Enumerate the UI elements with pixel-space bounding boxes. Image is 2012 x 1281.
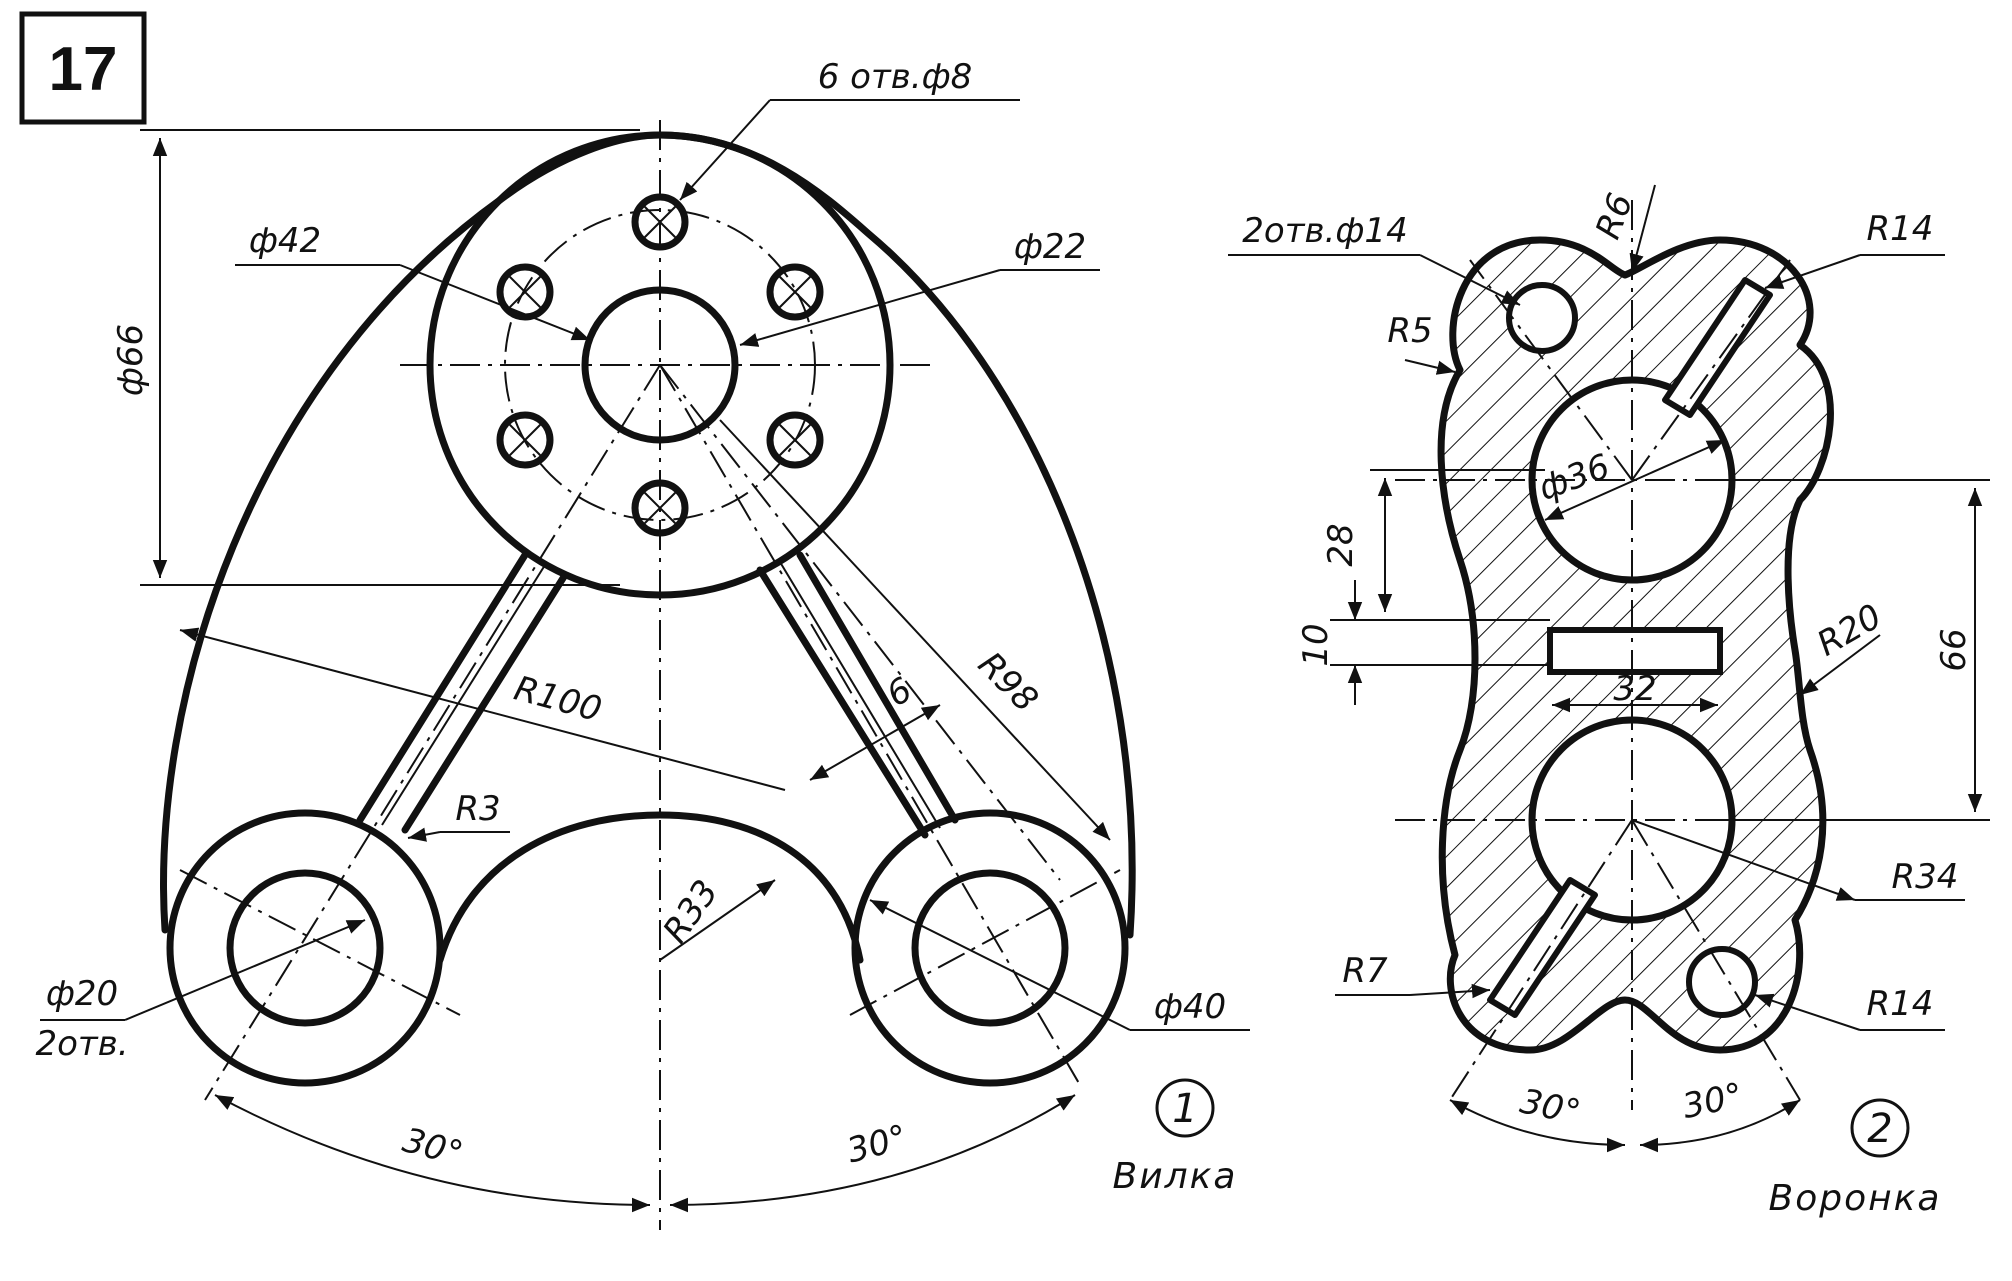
part-fork: ф66 6 отв.ф8 ф42 ф22 R100 R98: [35, 57, 1250, 1230]
fork-caption: 1 Вилка: [1113, 1078, 1238, 1197]
funnel-dim-r5: R5: [1387, 311, 1456, 375]
funnel-dim-r7: R7: [1335, 951, 1491, 999]
funnel-caption: 2 Воронка: [1769, 1098, 1942, 1219]
part-funnel: 2отв.ф14 R6 R14 R5 ф36: [1228, 184, 1990, 1219]
funnel-top-slot: [1662, 277, 1773, 418]
funnel-center-lines: [1395, 200, 1860, 1110]
svg-text:R20: R20: [1811, 596, 1889, 664]
funnel-rect-window: [1547, 627, 1723, 675]
svg-text:32: 32: [1613, 669, 1656, 709]
funnel-bottom-hole: [1686, 946, 1758, 1018]
funnel-dim-r20: R20: [1799, 596, 1889, 696]
fork-dim-r33: R33: [655, 873, 776, 961]
fork-dim-r3: R3: [407, 789, 510, 842]
funnel-bottom-slot: [1487, 877, 1598, 1018]
svg-text:2отв.: 2отв.: [35, 1024, 128, 1064]
funnel-dim-r14-bottom: R14: [1754, 984, 1945, 1031]
svg-text:ф20: ф20: [46, 974, 118, 1014]
fork-dim-d66: ф66: [111, 129, 640, 586]
fork-dim-6holes: 6 отв.ф8: [679, 57, 1020, 201]
fork-dim-d42: ф42: [235, 221, 591, 341]
svg-text:ф42: ф42: [249, 221, 321, 261]
svg-text:R33: R33: [655, 873, 726, 951]
svg-text:ф66: ф66: [111, 324, 151, 396]
fork-dim-r100: R100: [179, 627, 786, 791]
svg-text:10: 10: [1296, 623, 1336, 666]
funnel-dim-r34: R34: [1631, 819, 1965, 901]
svg-text:R5: R5: [1387, 311, 1432, 351]
fork-dim-angles: 30° 30°: [214, 1094, 1076, 1213]
svg-text:ф40: ф40: [1154, 987, 1226, 1027]
svg-text:R7: R7: [1342, 951, 1388, 991]
fork-left-hole: [226, 869, 384, 1027]
funnel-dim-2holes: 2отв.ф14: [1228, 211, 1521, 306]
svg-text:2: 2: [1867, 1106, 1892, 1152]
svg-text:R14: R14: [1867, 209, 1934, 249]
funnel-dim-h66: 66: [1720, 479, 1990, 821]
funnel-dim-angles: 30° 30°: [1449, 1075, 1801, 1153]
fork-right-hole: [911, 869, 1069, 1027]
svg-text:R98: R98: [970, 644, 1046, 720]
funnel-dim-28-10: 28 10: [1296, 469, 1550, 705]
svg-text:R6: R6: [1588, 188, 1641, 244]
funnel-dim-r14-top: R14: [1764, 209, 1945, 289]
svg-text:2отв.ф14: 2отв.ф14: [1242, 211, 1407, 251]
svg-text:30°: 30°: [1679, 1075, 1746, 1127]
svg-text:R14: R14: [1867, 984, 1934, 1024]
svg-text:1: 1: [1172, 1086, 1197, 1132]
svg-text:28: 28: [1321, 523, 1361, 566]
svg-text:Воронка: Воронка: [1769, 1178, 1942, 1219]
svg-text:30°: 30°: [843, 1117, 912, 1171]
svg-text:66: 66: [1934, 628, 1974, 671]
svg-text:R3: R3: [455, 789, 500, 829]
svg-text:R34: R34: [1892, 857, 1959, 897]
svg-text:30°: 30°: [399, 1120, 468, 1174]
task-number-box: 17: [19, 11, 147, 125]
fork-right-boss: [851, 809, 1129, 1087]
funnel-top-hole: [1506, 282, 1578, 354]
svg-text:30°: 30°: [1517, 1081, 1584, 1133]
fork-dim-d40: ф40: [869, 899, 1250, 1031]
svg-text:ф22: ф22: [1014, 227, 1086, 267]
fork-inner-arc: [436, 811, 864, 964]
task-number: 17: [49, 35, 118, 104]
svg-text:6 отв.ф8: 6 отв.ф8: [818, 57, 973, 97]
fork-dim-d20: ф20 2отв.: [35, 919, 366, 1064]
fork-left-boss: [166, 809, 444, 1087]
funnel-dim-w32: 32: [1552, 669, 1718, 713]
svg-text:Вилка: Вилка: [1113, 1156, 1238, 1197]
fork-dim-d22: ф22: [739, 227, 1100, 347]
